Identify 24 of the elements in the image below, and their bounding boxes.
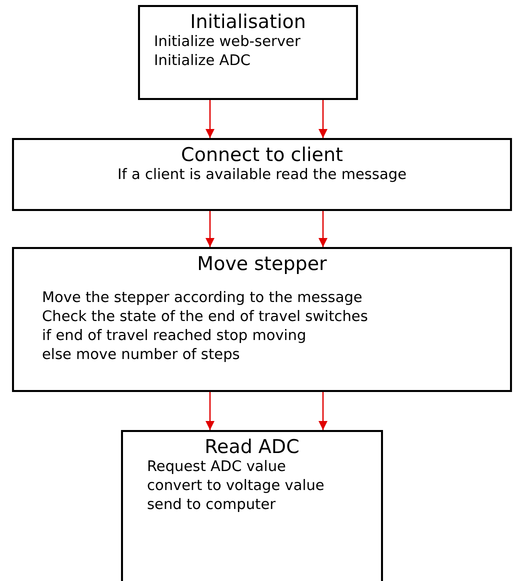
process-box — [121, 430, 383, 581]
box-text: if end of travel reached stop moving — [41, 327, 308, 346]
box-text: convert to voltage value — [146, 477, 326, 496]
box-text: send to computer — [146, 496, 277, 515]
arrow — [205, 211, 215, 247]
box-text: else move number of steps — [41, 346, 241, 365]
process-box — [12, 138, 512, 211]
box-heading: Connect to client — [180, 144, 344, 166]
arrow — [318, 211, 328, 247]
box-text: Check the state of the end of travel switches — [41, 308, 369, 327]
box-text: If a client is available read the message — [116, 166, 408, 185]
arrow — [318, 392, 328, 430]
box-heading: Read ADC — [204, 436, 300, 458]
box-heading: Initialisation — [189, 11, 307, 33]
arrow — [205, 100, 215, 138]
box-heading: Move stepper — [196, 253, 328, 275]
process-box — [12, 247, 512, 392]
box-text: Initialize web-server — [153, 33, 302, 52]
box-text: Move the stepper according to the message — [41, 289, 364, 308]
box-text: Initialize ADC — [153, 52, 252, 71]
arrow — [318, 100, 328, 138]
process-box — [138, 5, 358, 100]
box-text: Request ADC value — [146, 458, 287, 477]
arrow — [205, 392, 215, 430]
